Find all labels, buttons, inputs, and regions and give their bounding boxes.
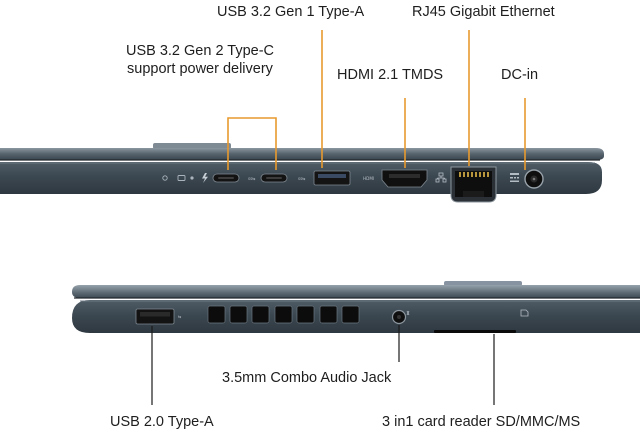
card-reader-slot — [434, 330, 516, 333]
callout-lines — [227, 30, 526, 170]
hinge-bump-2 — [444, 281, 522, 286]
hdmi-mark: HDMI — [363, 176, 374, 181]
label-usb20-typea: USB 2.0 Type-A — [110, 414, 214, 430]
card-reader-icon — [520, 309, 529, 317]
label-usb32-gen2-typec-line2: support power delivery — [127, 61, 273, 77]
label-usb32-gen2-typec: USB 3.2 Gen 2 Type-C support power deliv… — [117, 42, 283, 78]
label-audio-jack: 3.5mm Combo Audio Jack — [222, 370, 392, 386]
usb-c-mark: ss⇆ — [248, 176, 256, 181]
label-rj45: RJ45 Gigabit Ethernet — [412, 4, 555, 20]
dc-in-mark — [510, 173, 519, 182]
usb-a-mark: ss⇆ — [298, 176, 306, 181]
hdmi-port — [381, 169, 428, 188]
battery-led-icon — [177, 175, 186, 181]
label-usb32-gen1-typea: USB 3.2 Gen 1 Type-A — [217, 4, 365, 20]
label-usb32-gen2-typec-line1: USB 3.2 Gen 2 Type-C — [125, 43, 275, 59]
callout-lines-2 — [151, 325, 495, 405]
lid-edge-2 — [72, 285, 640, 298]
top-side-view: ss⇆ ss⇆ HDMI — [0, 143, 604, 203]
air-vents — [207, 305, 360, 324]
network-icon — [435, 172, 447, 183]
lid-edge — [0, 148, 604, 160]
usb2-mark: ⇆ — [178, 314, 182, 319]
label-hdmi: HDMI 2.1 TMDS — [337, 67, 444, 83]
bottom-side-view: ⇆ — [72, 281, 640, 333]
label-dc-in: DC-in — [501, 67, 539, 83]
power-led-icon — [162, 175, 168, 181]
headset-icon — [406, 310, 410, 316]
bolt-icon — [202, 173, 208, 183]
hinge-bump — [153, 143, 231, 149]
label-card-reader: 3 in1 card reader SD/MMC/MS — [382, 414, 581, 430]
